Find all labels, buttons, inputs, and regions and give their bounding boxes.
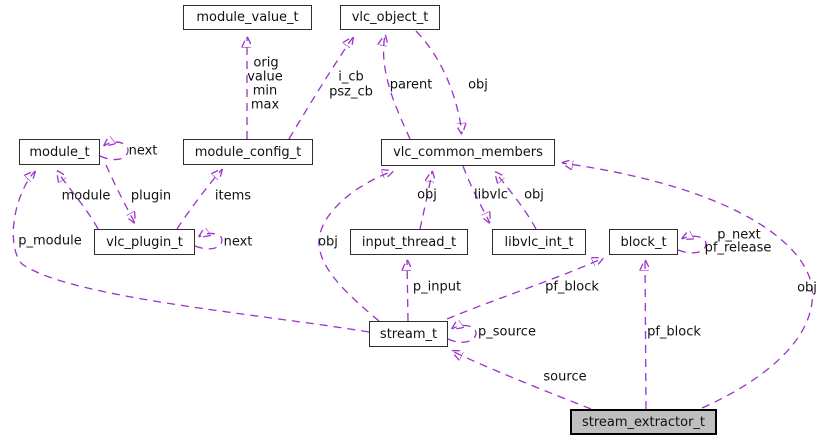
- edge-label-p-source: p_source: [478, 324, 536, 340]
- edge-stream-to-common-obj: [318, 171, 393, 322]
- edge-stream-to-block-pfblock: [446, 258, 603, 320]
- edge-label-p-module: p_module: [18, 233, 82, 249]
- edge-label-pf-block-extractor: pf_block: [647, 324, 701, 340]
- edge-extractor-to-common-obj: [562, 163, 814, 409]
- edge-object-to-common-obj: [415, 30, 462, 134]
- edge-label-value: value: [247, 69, 283, 85]
- edge-label-parent: parent: [389, 77, 433, 93]
- edge-label-min: min: [252, 83, 278, 99]
- edge-stream-to-input-pinput: [407, 260, 408, 322]
- edge-stream-psource-loop: [448, 326, 477, 343]
- node-stream-extractor-t[interactable]: stream_extractor_t: [570, 409, 717, 435]
- edge-label-obj-object: obj: [468, 77, 488, 93]
- edge-module-next-loop: [100, 142, 129, 161]
- node-libvlc-int-t[interactable]: libvlc_int_t: [492, 229, 586, 255]
- node-module-t[interactable]: module_t: [19, 139, 100, 165]
- edge-input-to-common-obj: [419, 171, 432, 230]
- edge-config-to-object-icb: [288, 37, 353, 140]
- node-vlc-object-t[interactable]: vlc_object_t: [340, 5, 440, 30]
- edge-module-to-plugin-plugin: [105, 164, 135, 223]
- node-block-t[interactable]: block_t: [609, 229, 678, 255]
- edge-label-items: items: [214, 188, 252, 204]
- edge-label-psz-cb: psz_cb: [329, 84, 373, 100]
- edge-label-module: module: [61, 188, 111, 204]
- edge-label-next-plugin: next: [223, 234, 253, 250]
- edge-block-pnext-loop: [678, 236, 707, 254]
- edge-extractor-to-stream-source: [452, 351, 592, 410]
- edge-label-p-input: p_input: [412, 279, 462, 295]
- edge-extractor-to-block-pfblock: [645, 260, 646, 410]
- edge-label-next-module: next: [128, 143, 158, 159]
- node-input-thread-t[interactable]: input_thread_t: [350, 229, 468, 255]
- edge-label-obj-input: obj: [417, 187, 437, 203]
- edge-plugin-to-config-items: [176, 169, 222, 230]
- edge-label-i-cb: i_cb: [338, 69, 364, 85]
- edge-common-to-libvlc-libvlc: [462, 165, 490, 223]
- edge-libvlc-to-common-obj: [495, 172, 537, 230]
- node-vlc-plugin-t[interactable]: vlc_plugin_t: [94, 229, 195, 255]
- edge-stream-to-module-pmodule: [12, 171, 370, 333]
- edge-label-max: max: [250, 97, 280, 113]
- node-module-value-t[interactable]: module_value_t: [183, 5, 312, 30]
- edge-label-source: source: [543, 369, 587, 385]
- edge-label-obj-libvlc: obj: [524, 187, 544, 203]
- edge-label-p-next: p_next: [717, 227, 761, 243]
- node-module-config-t[interactable]: module_config_t: [183, 139, 313, 165]
- node-stream-t[interactable]: stream_t: [369, 321, 448, 347]
- edge-label-plugin: plugin: [130, 188, 172, 204]
- edge-label-orig: orig: [253, 55, 279, 71]
- edge-label-obj-stream: obj: [318, 234, 338, 250]
- edge-plugin-to-module-module: [57, 171, 99, 230]
- edge-label-libvlc: libvlc: [474, 187, 508, 203]
- node-vlc-common-members[interactable]: vlc_common_members: [381, 139, 555, 166]
- edge-label-pf-block-stream: pf_block: [545, 279, 599, 295]
- edge-plugin-next-loop: [195, 233, 223, 250]
- edge-label-pf-release: pf_release: [704, 240, 772, 256]
- edge-label-obj-extractor: obj: [797, 280, 817, 296]
